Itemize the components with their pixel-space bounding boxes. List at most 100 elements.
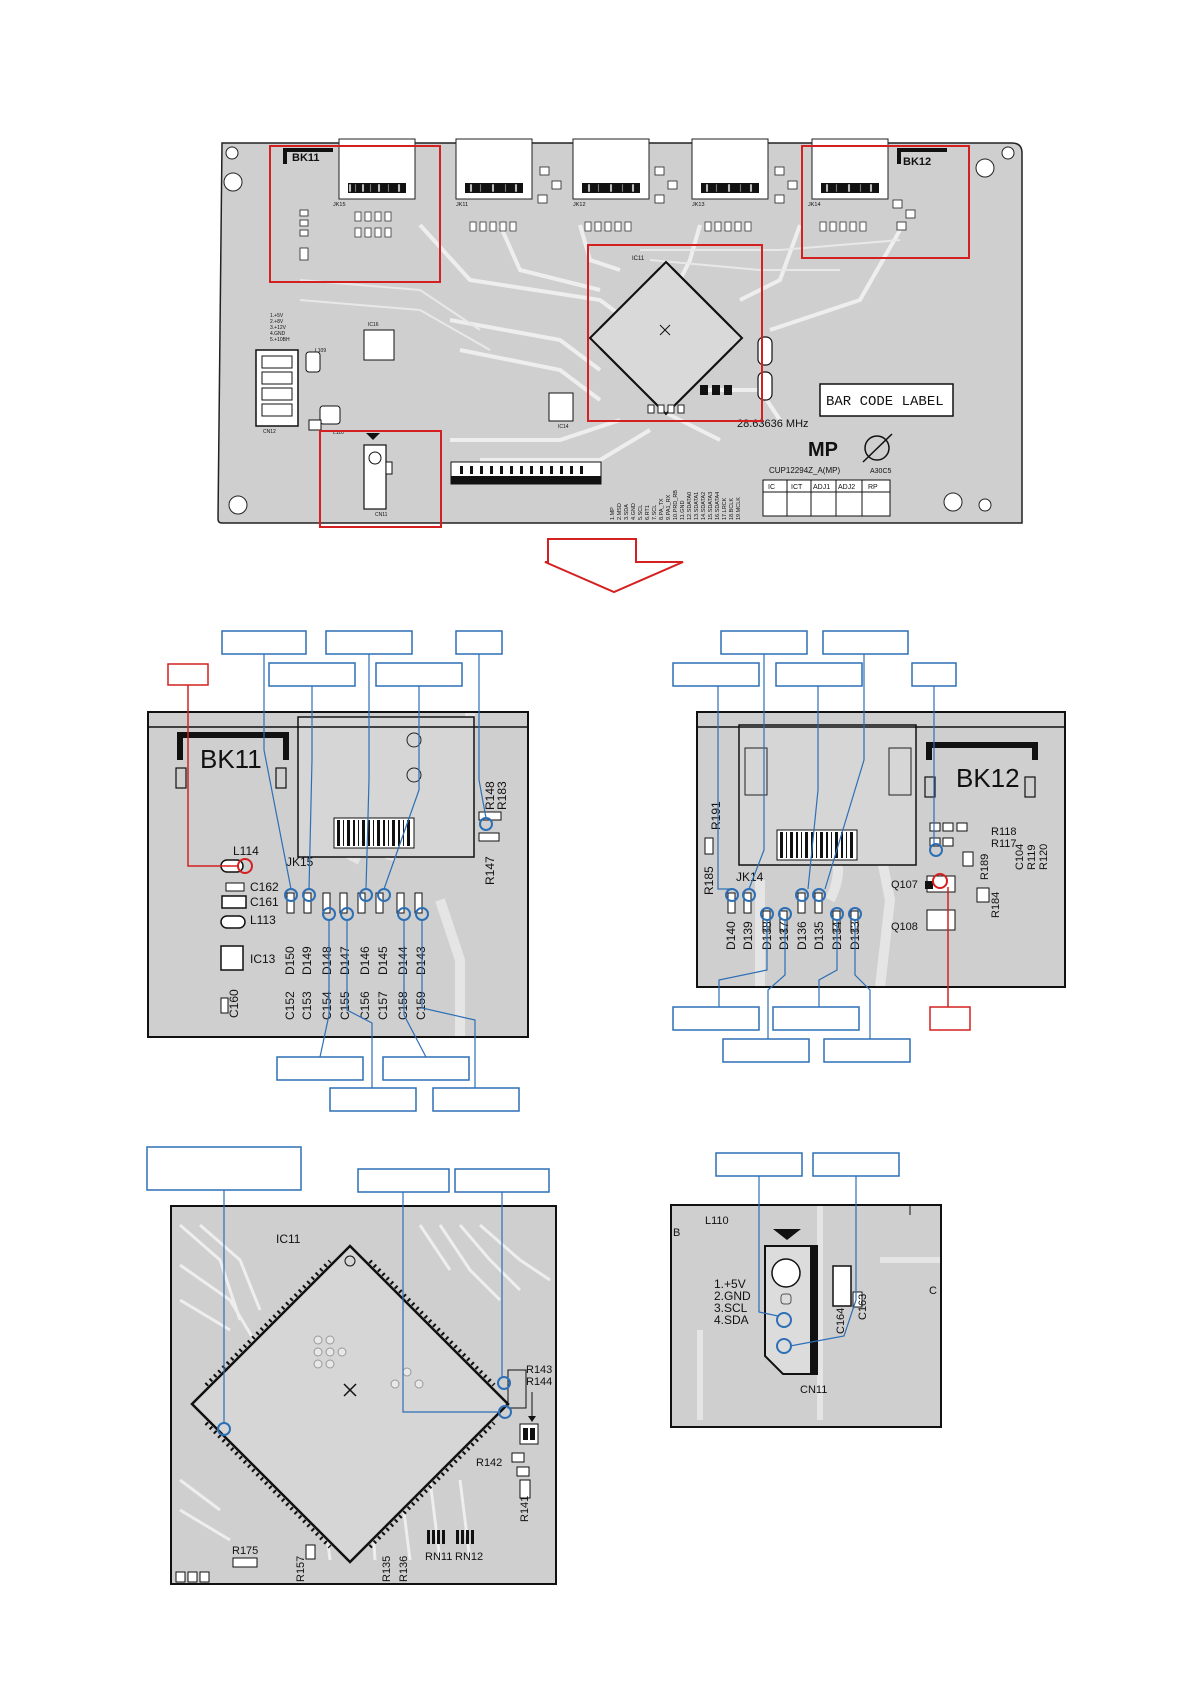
table-header-adj1: ADJ1 xyxy=(813,484,830,491)
bk12-r117: R117 xyxy=(991,838,1016,850)
power-pin-3: 3.+12V xyxy=(270,325,287,331)
bk12-q108: Q108 xyxy=(891,921,918,933)
ic11-r135: R135 xyxy=(381,1556,393,1582)
cn11-l110: L110 xyxy=(705,1215,729,1227)
jack-label-jk13: JK13 xyxy=(692,202,705,208)
ic11-r144: R144 xyxy=(526,1376,552,1388)
bk12-title: BK12 xyxy=(956,763,1020,793)
crystal-frequency: 28.63636 MHz xyxy=(737,418,809,430)
bk11-jk15: JK15 xyxy=(286,855,314,869)
bk12-overview-label: BK12 xyxy=(903,156,931,168)
bk12-r185: R185 xyxy=(702,866,716,895)
bk12-label-d136: D136 xyxy=(795,921,809,950)
cn11-b: B xyxy=(673,1227,680,1239)
connector-pin-label: 2.MSD xyxy=(617,503,623,520)
bk11-label-c157: C157 xyxy=(376,991,390,1020)
connector-pin-label: 12.SDATA0 xyxy=(687,492,693,520)
connector-pin-label: 14.SDATA2 xyxy=(701,492,707,520)
table-header-adj2: ADJ2 xyxy=(838,484,855,491)
bk12-label-d137: D137 xyxy=(777,921,791,950)
bk11-label-d148: D148 xyxy=(320,946,334,975)
l110-label: L110 xyxy=(333,430,344,436)
connector-pin-label: 13.SDATA1 xyxy=(694,492,700,520)
power-pin-2: 2.+8V xyxy=(270,319,284,325)
highlight-ic11-area xyxy=(587,244,763,422)
table-header-ic: IC xyxy=(768,484,775,491)
connector-pin-label: 16.SDATA4 xyxy=(715,492,721,520)
inspection-table: IC ICT ADJ1 ADJ2 RP xyxy=(762,479,891,517)
cn12-label: CN12 xyxy=(263,429,276,435)
overview-board: BK11 BK12 JK15 JK11 JK12 JK13 JK14 IC11 xyxy=(217,138,1023,528)
cn11-overview-label: CN11 xyxy=(375,512,388,518)
ic11-r143: R143 xyxy=(526,1364,552,1376)
bk11-label-d144: D144 xyxy=(396,946,410,975)
bk11-label-d147: D147 xyxy=(338,946,352,975)
bk11-label-c152: C152 xyxy=(283,991,297,1020)
ic11-r142: R142 xyxy=(476,1457,502,1469)
bk11-label-d146: D146 xyxy=(358,946,372,975)
bk12-c104: C104 xyxy=(1014,844,1026,870)
cn11-c163: C163 xyxy=(857,1294,869,1320)
ic16-label: IC16 xyxy=(368,322,379,328)
bk11-r148: R148 xyxy=(483,781,497,810)
zoom-arrow-icon xyxy=(544,538,684,594)
bk11-c160: C160 xyxy=(227,989,241,1018)
highlight-bk11-area xyxy=(269,145,441,283)
bk11-label-d143: D143 xyxy=(414,946,428,975)
cn11-pin-4: 4.SDA xyxy=(714,1313,749,1327)
ic11-callouts xyxy=(146,1146,550,1423)
power-pin-1: 1.+5V xyxy=(270,313,284,319)
ic11-r175: R175 xyxy=(232,1545,258,1557)
bk12-label-d140: D140 xyxy=(724,921,738,950)
cn11-c: C xyxy=(929,1285,937,1297)
connector-pin-label: 5.SCL xyxy=(638,505,644,520)
connector-pin-label: 1.MP xyxy=(610,507,616,520)
table-header-ict: ICT xyxy=(791,484,803,491)
ic14-label: IC14 xyxy=(558,424,569,430)
cn11-zoom-label: CN11 xyxy=(800,1384,827,1396)
bk12-r191: R191 xyxy=(709,801,723,830)
connector-pin-label: 18.BCLK xyxy=(729,498,735,520)
bk11-label-d150: D150 xyxy=(283,946,297,975)
connector-pin-label: 11.GND xyxy=(680,501,686,520)
l109-label: L109 xyxy=(315,348,326,354)
bk12-r120: R120 xyxy=(1038,844,1050,870)
zoom-panel-cn11: L110 B C164 C163 C CN11 1.+5V 2.GND 3.SC… xyxy=(670,1204,942,1428)
bk12-jk14: JK14 xyxy=(736,870,764,884)
connector-pin-label: 7.SCL xyxy=(652,505,658,520)
jack-label-jk15: JK15 xyxy=(333,202,346,208)
barcode-label: BAR CODE LABEL xyxy=(826,394,944,410)
power-pin-4: 4.GND xyxy=(270,331,286,337)
bk12-label-d139: D139 xyxy=(741,921,755,950)
stamp-code: A30C5 xyxy=(870,468,892,475)
connector-pin-label: 19.MCLK xyxy=(736,497,742,520)
connector-pin-label: 10.PRD_RB xyxy=(673,490,679,520)
connector-pin-label: 9.PA1_RX xyxy=(666,494,672,520)
highlight-bk12-area xyxy=(801,145,970,259)
bk11-label-c156: C156 xyxy=(358,991,372,1020)
zoom-panel-bk11: BK11 L114 JK15 C162 C161 L113 IC13 C160 … xyxy=(147,711,529,1038)
connector-pin-label: 17.LRCK xyxy=(722,497,728,520)
bk12-callouts xyxy=(672,630,971,1063)
bk11-overview-label: BK11 xyxy=(292,152,320,164)
cn11-pin-3: 3.SCL xyxy=(714,1301,748,1315)
highlight-cn11-area xyxy=(319,430,442,528)
ic11-rn11: RN11 xyxy=(425,1551,452,1563)
bk11-l114: L114 xyxy=(233,844,259,858)
zoom-panel-ic11: IC11 R143 R144 R142 R141 R175 R157 R135 … xyxy=(170,1205,557,1585)
ic11-rn12: RN12 xyxy=(455,1551,483,1563)
ic11-overview-label: IC11 xyxy=(632,256,645,262)
ic11-overview: IC11 xyxy=(588,256,744,416)
bk12-label-d135: D135 xyxy=(812,921,826,950)
bk11-label-c158: C158 xyxy=(396,991,410,1020)
bk11-c162: C162 xyxy=(250,880,279,894)
cn11-c164: C164 xyxy=(835,1308,847,1334)
zoom-panel-bk12: BK12 R191 R185 JK14 R118 R117 C104 R119 … xyxy=(696,711,1066,988)
bk11-label-c155: C155 xyxy=(338,991,352,1020)
jack-label-jk12: JK12 xyxy=(573,202,586,208)
ic11-r157: R157 xyxy=(295,1556,307,1582)
bk11-label-c154: C154 xyxy=(320,991,334,1020)
ic11-r136: R136 xyxy=(398,1556,410,1582)
